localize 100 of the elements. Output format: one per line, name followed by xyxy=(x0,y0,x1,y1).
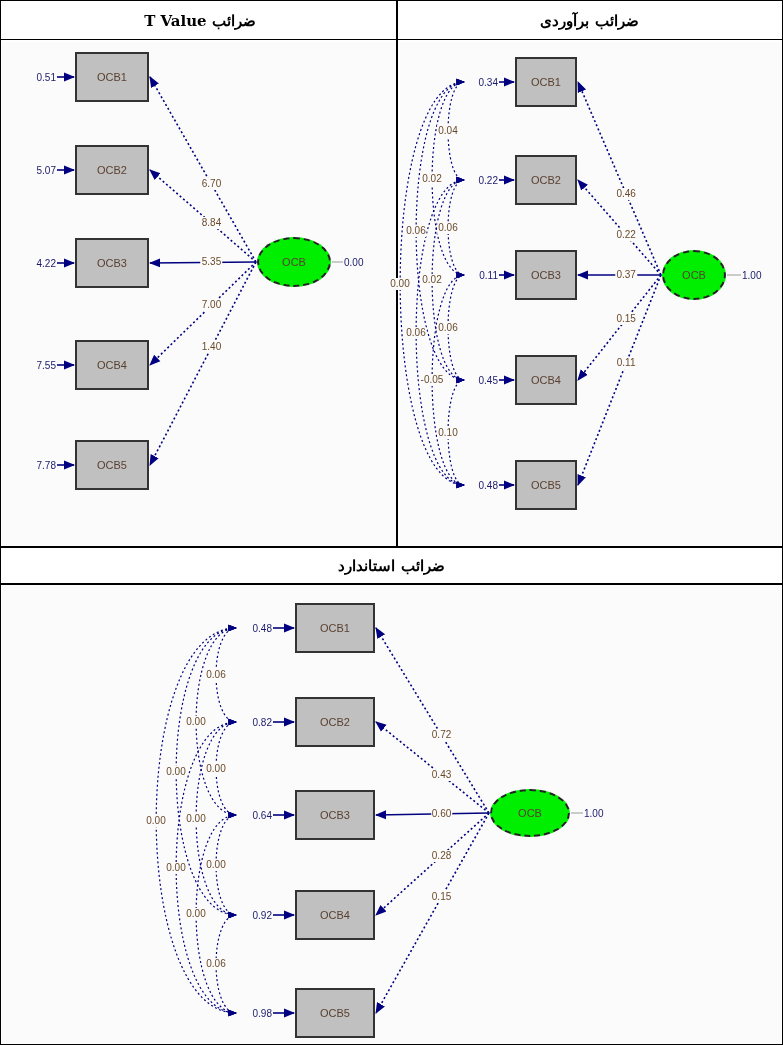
indicator-box: OCB2 xyxy=(75,145,149,195)
connector-line xyxy=(570,812,584,814)
error-value: 0.22 xyxy=(466,173,498,187)
covariance-arrow xyxy=(399,81,465,486)
indicator-box: OCB3 xyxy=(75,238,149,288)
indicator-box: OCB5 xyxy=(75,440,149,490)
indicator-box: OCB1 xyxy=(75,52,149,102)
edge-label: 0.06 xyxy=(405,326,427,339)
path-arrow xyxy=(498,77,516,87)
error-value: 7.78 xyxy=(24,458,56,472)
path-arrow xyxy=(272,810,296,820)
error-value: 5.07 xyxy=(24,163,56,177)
path-arrow xyxy=(272,717,296,727)
path-arrow xyxy=(375,812,490,1014)
edge-label: 8.84 xyxy=(200,217,223,230)
indicator-box: OCB4 xyxy=(515,355,577,405)
indicator-box: OCB2 xyxy=(515,155,577,205)
indicator-box: OCB1 xyxy=(295,603,375,653)
path-arrow xyxy=(577,274,662,487)
error-value: 0.48 xyxy=(238,621,272,635)
path-arrow xyxy=(56,72,76,82)
covariance-arrow xyxy=(215,914,237,1014)
covariance-arrow xyxy=(195,814,237,1014)
edge-label: 0.06 xyxy=(205,669,227,681)
edge-label: 0.10 xyxy=(437,426,459,439)
path-arrow xyxy=(577,179,662,276)
error-value: 4.22 xyxy=(24,256,56,270)
path-arrow xyxy=(56,460,76,470)
path-arrow xyxy=(56,165,76,175)
edge-label: 0.00 xyxy=(205,859,227,871)
path-arrow xyxy=(498,375,516,385)
indicator-box: OCB4 xyxy=(295,890,375,940)
path-arrow xyxy=(375,627,490,814)
path-arrow xyxy=(577,80,662,276)
edge-label: 0.00 xyxy=(185,908,207,920)
edge-label: 0.00 xyxy=(145,814,167,827)
error-value: 0.64 xyxy=(238,808,272,822)
path-arrow xyxy=(272,1008,296,1018)
edge-label: 0.04 xyxy=(437,125,459,137)
covariance-arrow xyxy=(415,179,465,486)
edge-label: 6.70 xyxy=(200,178,223,191)
covariance-arrow xyxy=(447,379,465,486)
path-arrow xyxy=(576,270,662,280)
path-arrow xyxy=(498,175,516,185)
path-arrow xyxy=(272,623,296,633)
edge-label: 0.00 xyxy=(165,861,187,874)
path-arrow xyxy=(56,258,76,268)
section-heading: ضرائب T Value xyxy=(144,12,256,30)
section-heading: ضرائب استاندارد xyxy=(338,556,445,575)
indicator-box: OCB1 xyxy=(515,57,577,107)
edge-label: 0.00 xyxy=(165,765,187,778)
indicator-box: OCB5 xyxy=(295,988,375,1038)
edge-label: -0.05 xyxy=(419,374,445,386)
path-arrow xyxy=(56,360,76,370)
error-value: 0.82 xyxy=(238,715,272,729)
path-arrow xyxy=(149,76,257,263)
edge-label: 0.43 xyxy=(430,768,453,781)
error-value: 0.98 xyxy=(238,1006,272,1020)
edge-label: 0.15 xyxy=(615,313,637,326)
edge-label: 0.11 xyxy=(615,357,637,370)
latent-ellipse: OCB xyxy=(662,250,726,300)
edge-label: 0.06 xyxy=(405,225,427,237)
edge-label: 0.02 xyxy=(421,274,443,286)
connector-line xyxy=(726,274,742,276)
path-arrow xyxy=(149,261,257,466)
path-arrow xyxy=(272,910,296,920)
edge-label: 0.46 xyxy=(615,187,637,200)
indicator-box: OCB5 xyxy=(515,460,577,510)
edge-label: 1.40 xyxy=(200,341,223,354)
error-value: 0.51 xyxy=(24,70,56,84)
covariance-arrow xyxy=(175,721,237,1014)
edge-label: 0.00 xyxy=(389,277,411,290)
latent-ellipse: OCB xyxy=(257,237,331,287)
indicator-box: OCB3 xyxy=(295,790,375,840)
error-value: 1.00 xyxy=(584,806,614,820)
edge-label: 0.22 xyxy=(615,229,637,242)
error-value: 0.00 xyxy=(344,255,374,269)
path-arrow xyxy=(375,812,490,916)
error-value: 0.45 xyxy=(466,373,498,387)
edge-label: 0.06 xyxy=(205,958,227,970)
indicator-box: OCB3 xyxy=(515,250,577,300)
edge-label: 0.00 xyxy=(185,812,207,825)
covariance-arrow xyxy=(155,627,237,1014)
indicator-box: OCB2 xyxy=(295,697,375,747)
edge-label: 0.02 xyxy=(421,172,443,185)
edge-label: 0.15 xyxy=(430,891,453,903)
error-value: 0.11 xyxy=(466,268,498,282)
edge-label: 0.00 xyxy=(205,762,227,775)
edge-label: 0.00 xyxy=(185,715,207,728)
edge-label: 0.28 xyxy=(430,849,453,862)
edge-label: 0.06 xyxy=(437,221,459,234)
path-arrow xyxy=(498,480,516,490)
error-value: 0.48 xyxy=(466,478,498,492)
edge-label: 0.37 xyxy=(615,269,637,281)
path-arrow xyxy=(498,270,516,280)
path-arrow xyxy=(149,261,257,366)
error-value: 7.55 xyxy=(24,358,56,372)
edge-label: 0.72 xyxy=(430,729,453,742)
edge-label: 7.00 xyxy=(200,299,223,312)
section-heading: ضرائب برآوردی xyxy=(540,12,639,30)
